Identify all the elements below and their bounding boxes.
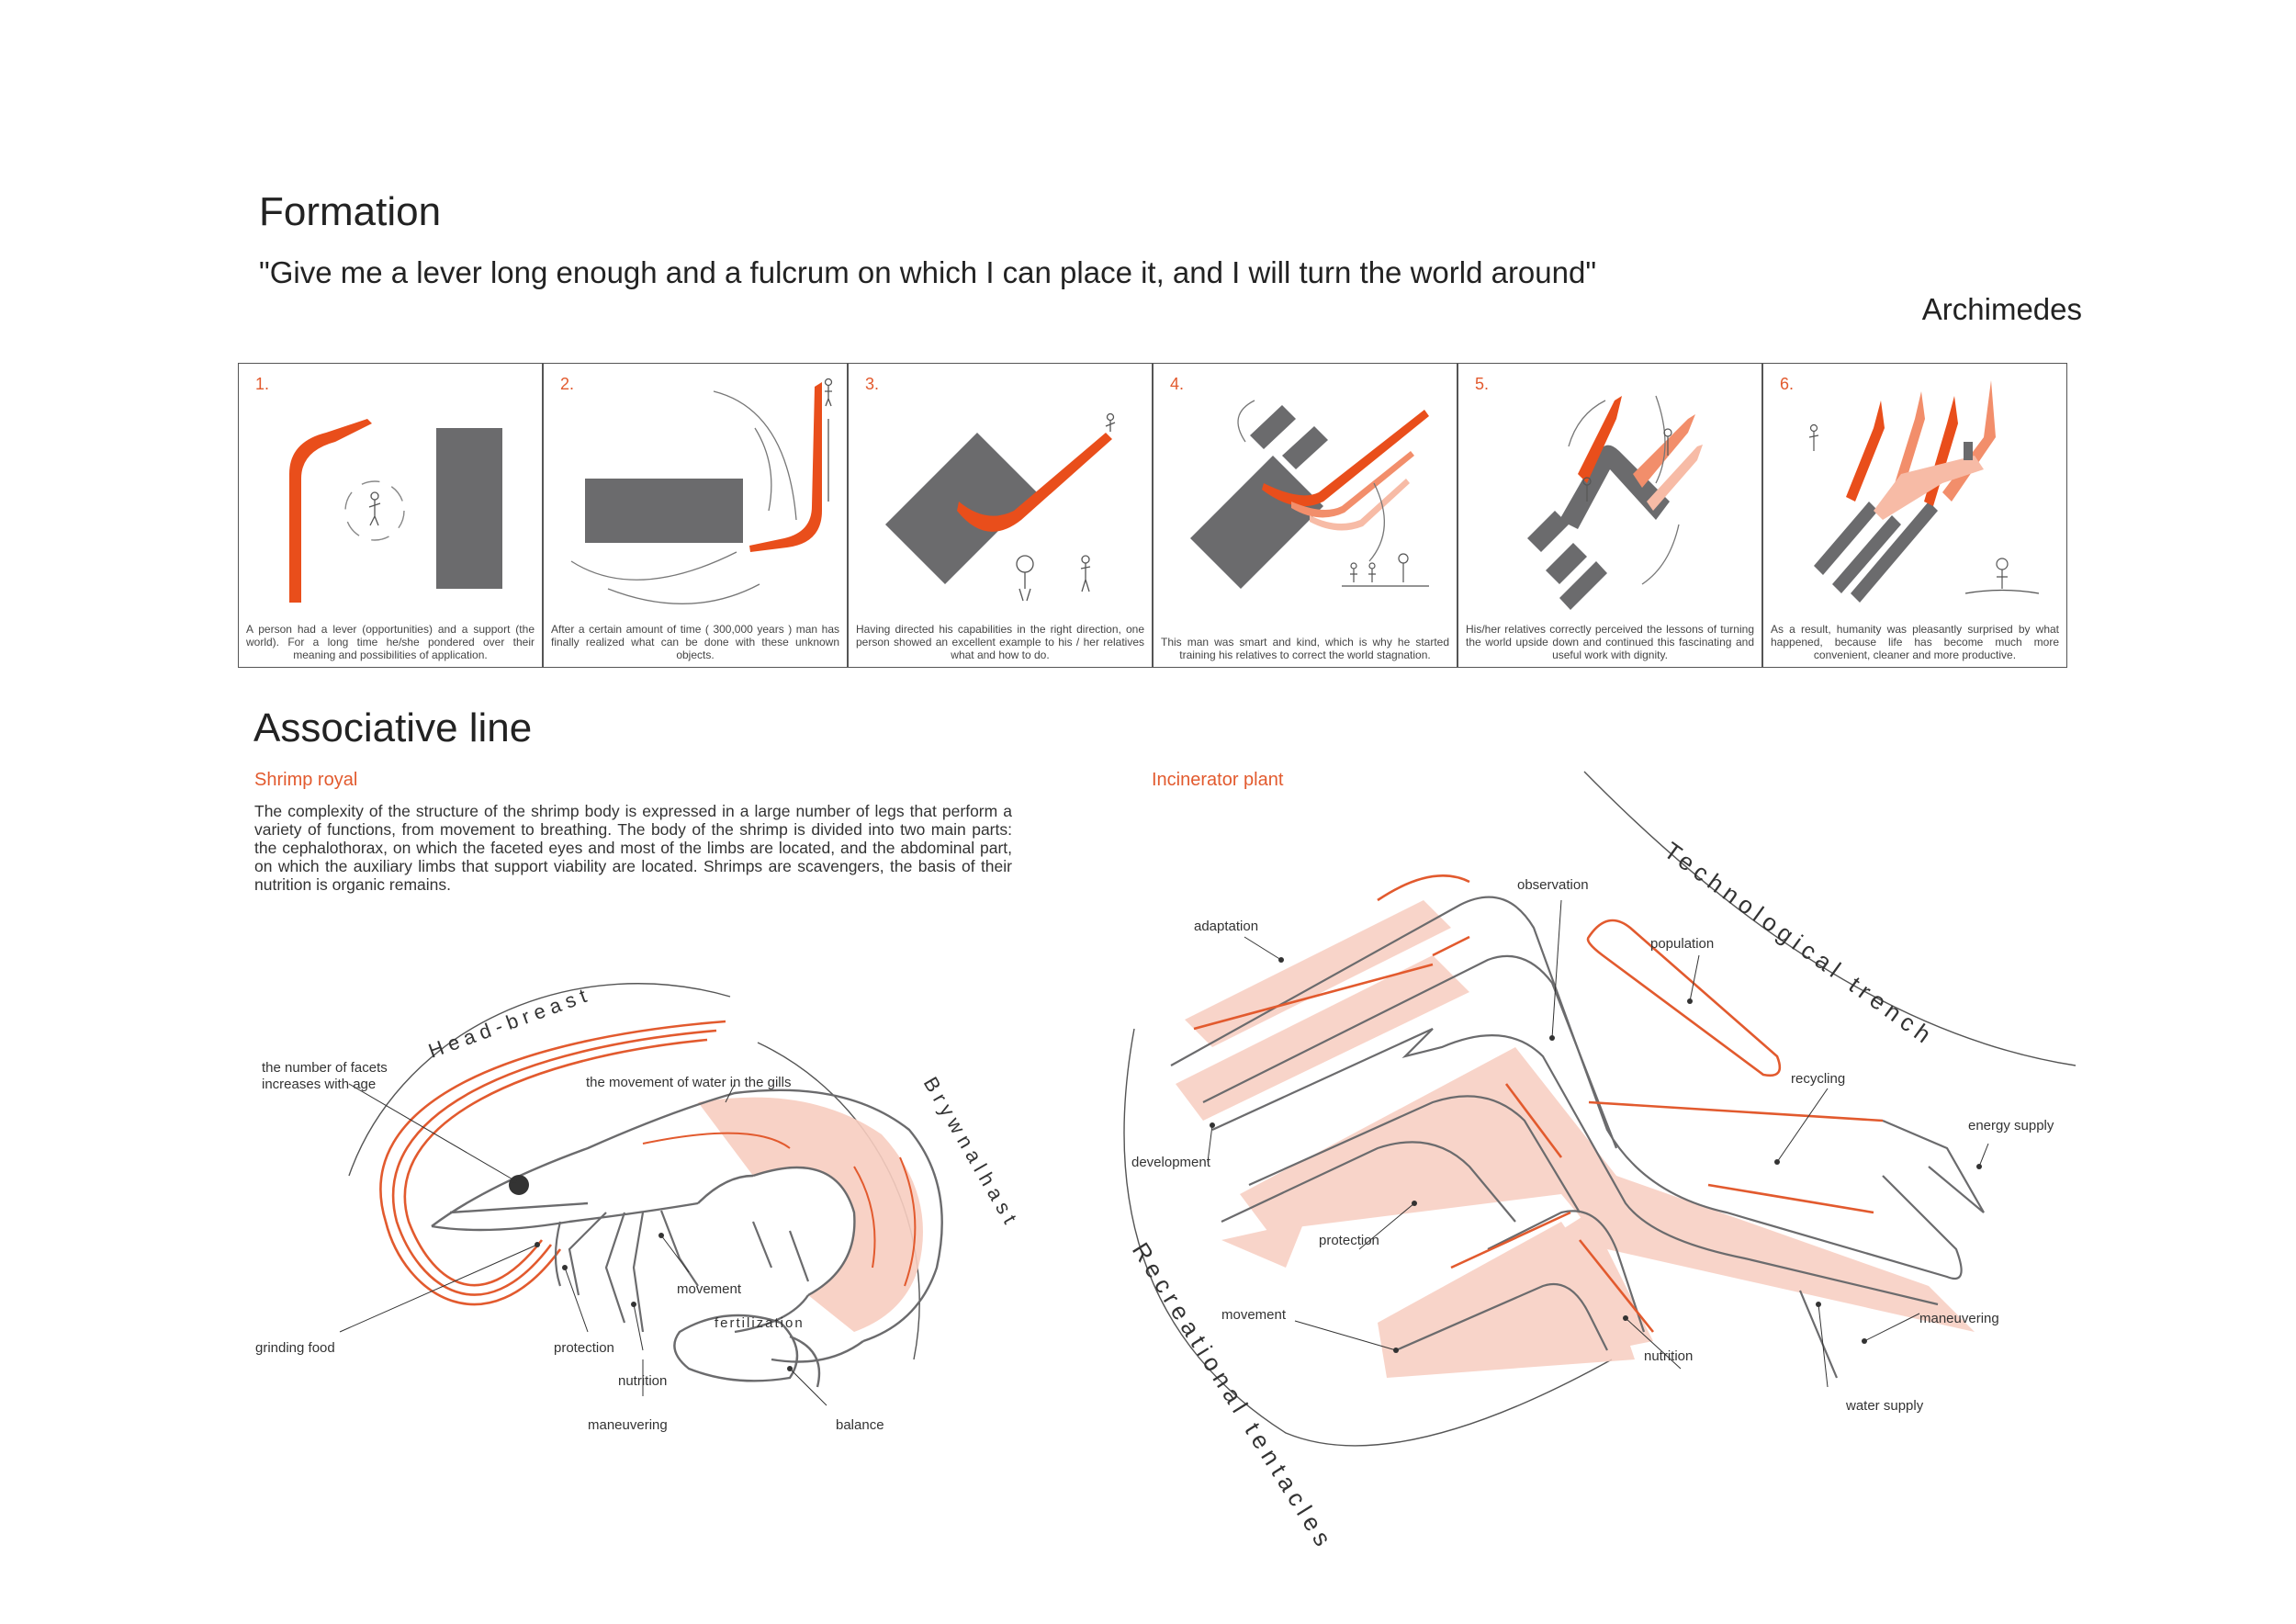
shrimp-label-gills: the movement of water in the gills	[586, 1075, 791, 1090]
lever-and-support-illustration	[289, 419, 502, 603]
story-panel-4: 4. This man was smart and kind, which is…	[1153, 363, 1458, 668]
shrimp-label-nutrition: nutrition	[618, 1373, 667, 1389]
panel-caption: His/her relatives correctly perceived th…	[1466, 623, 1754, 661]
quote-author: Archimedes	[1921, 292, 2082, 326]
plant-label-observation: observation	[1517, 877, 1589, 893]
plant-label-population: population	[1650, 936, 1714, 952]
plant-label-protection: protection	[1319, 1233, 1379, 1248]
story-panel-1: 1. A person had a lever (opportunities) …	[238, 363, 543, 668]
shrimp-label-facets: the number of facets	[262, 1060, 388, 1076]
panel-caption: After a certain amount of time ( 300,000…	[551, 623, 839, 661]
panel-number: 3.	[865, 375, 880, 393]
plant-label-water-supply: water supply	[1845, 1398, 1924, 1414]
shrimp-label-fertilization: fertilization	[715, 1315, 805, 1331]
plant-label-development: development	[1131, 1155, 1211, 1170]
plant-label-recycling: recycling	[1791, 1071, 1845, 1087]
panel-number: 1.	[255, 375, 270, 393]
panel-caption: As a result, humanity was pleasantly sur…	[1771, 623, 2059, 661]
panel-caption: Having directed his capabilities in the …	[856, 623, 1144, 661]
archimedes-quote: "Give me a lever long enough and a fulcr…	[259, 255, 1597, 289]
plant-subtitle: Incinerator plant	[1152, 770, 1284, 790]
panel-number: 2.	[560, 375, 575, 393]
shrimp-label-movement: movement	[677, 1281, 742, 1297]
shrimp-label-protection: protection	[554, 1340, 614, 1356]
shrimp-subtitle: Shrimp royal	[254, 770, 358, 790]
associative-title: Associative line	[253, 705, 533, 750]
shrimp-label-balance: balance	[836, 1417, 884, 1433]
lever-discovery-illustration	[570, 378, 833, 604]
result-illustration	[1808, 380, 2040, 603]
plant-label-energy-supply: energy supply	[1968, 1118, 2054, 1133]
shrimp-label-maneuvering: maneuvering	[588, 1417, 668, 1433]
plant-label-movement: movement	[1221, 1307, 1287, 1323]
lever-teaching-illustration	[1190, 400, 1429, 589]
story-panel-6: 6. As a result, humanity was pleasantly …	[1762, 363, 2067, 668]
panel-number: 6.	[1780, 375, 1795, 393]
recreational-tentacles-arc-label: Recreational tentacles	[1127, 1237, 1340, 1555]
shrimp-label-facets-2: increases with age	[262, 1077, 376, 1092]
panel-number: 5.	[1475, 375, 1490, 393]
panel-number: 4.	[1170, 375, 1185, 393]
plant-label-nutrition: nutrition	[1644, 1348, 1693, 1364]
formation-title: Formation	[259, 189, 442, 234]
lever-demonstration-illustration	[885, 412, 1116, 602]
world-turning-illustration	[1527, 395, 1703, 610]
shrimp-description: The complexity of the structure of the s…	[254, 802, 1012, 894]
story-panel-3: 3. Having directed his capabilities in t…	[848, 363, 1153, 668]
plant-label-adaptation: adaptation	[1194, 919, 1258, 934]
story-panel-5: 5. His/her relatives correctly perceived…	[1458, 363, 1762, 668]
shrimp-label-grinding: grinding food	[255, 1340, 335, 1356]
plant-label-maneuvering: maneuvering	[1919, 1311, 1999, 1326]
panel-caption: This man was smart and kind, which is wh…	[1161, 636, 1449, 661]
panel-caption: A person had a lever (opportunities) and…	[246, 623, 535, 661]
story-panel-2: 2. After a certain amount of time ( 300,…	[543, 363, 848, 668]
